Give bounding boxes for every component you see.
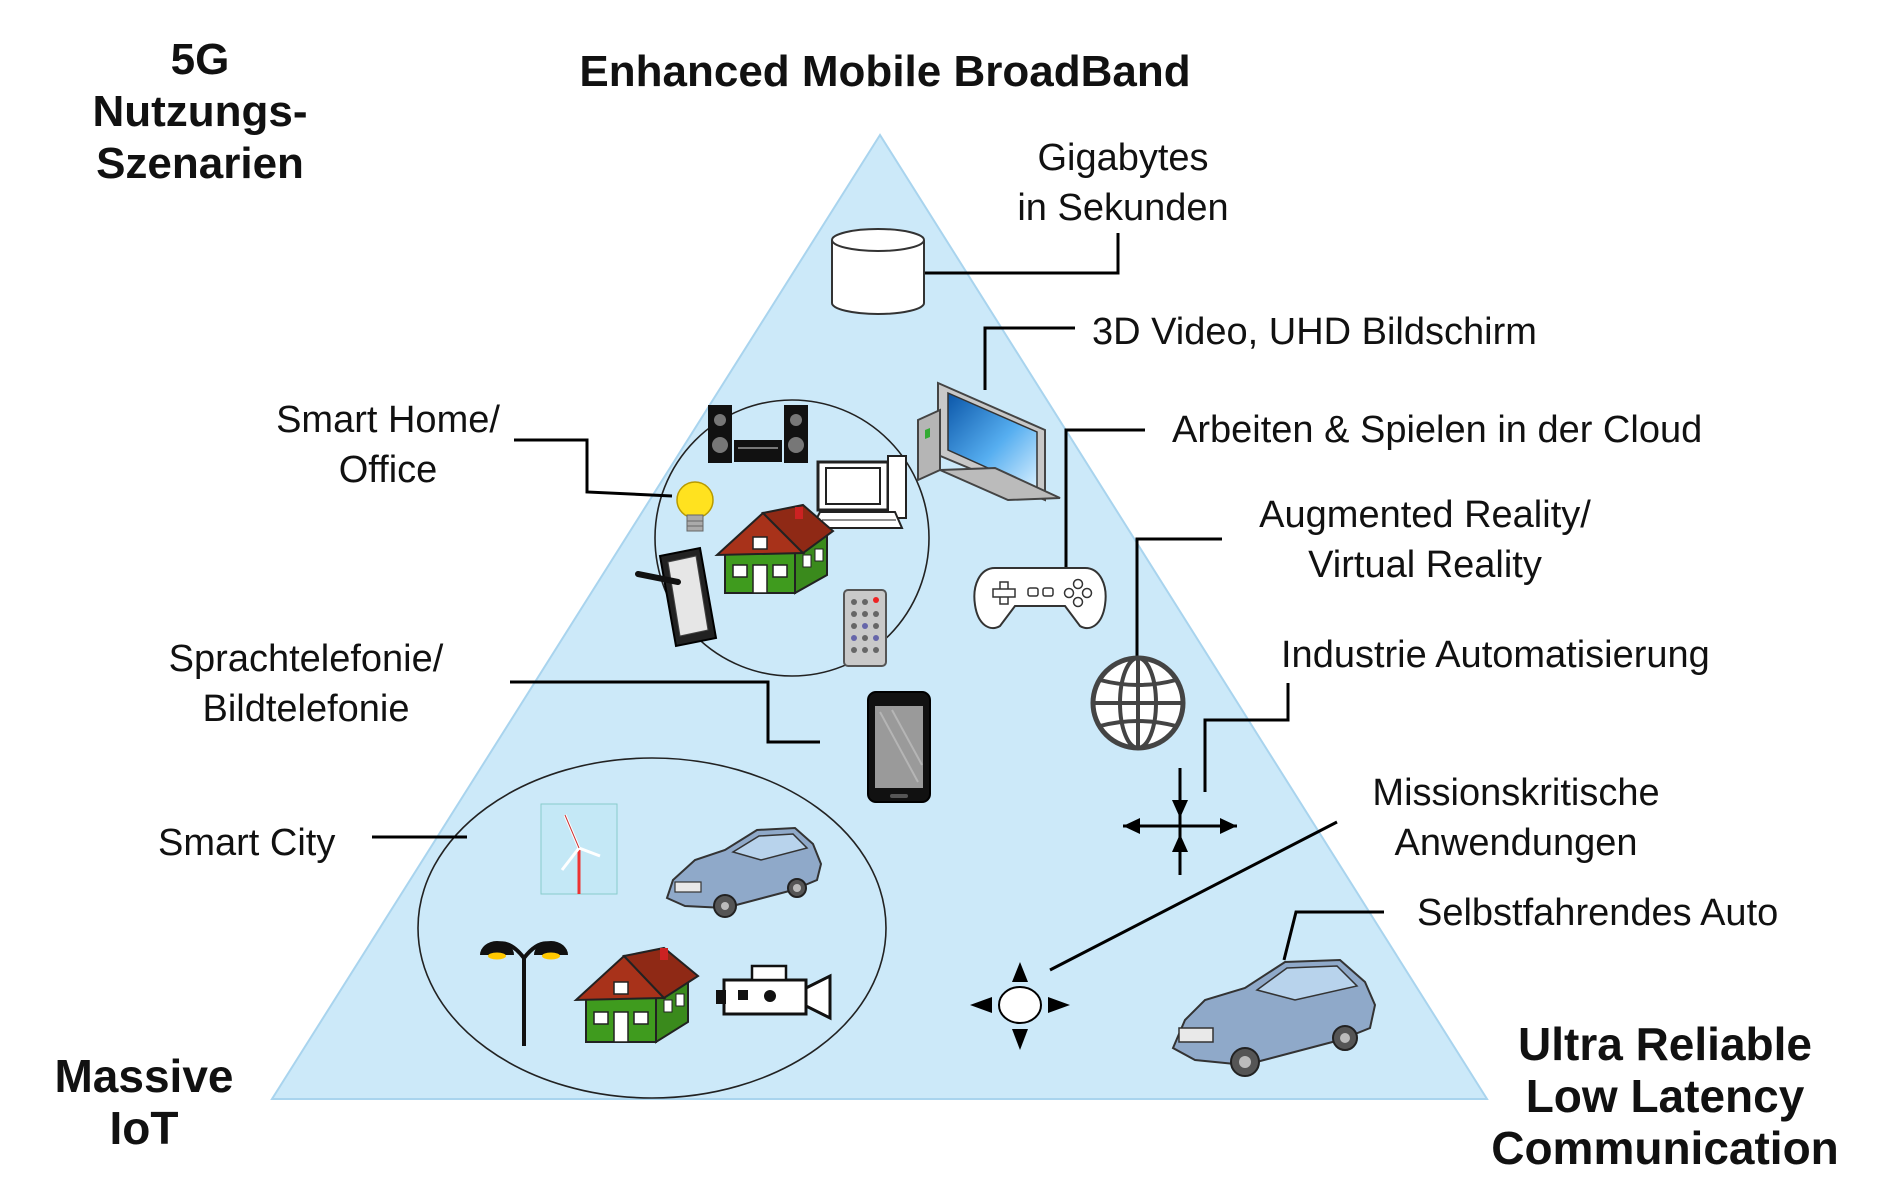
corner-left-line-2: IoT — [109, 1102, 179, 1154]
title-block: 5G Nutzungs- Szenarien — [92, 34, 307, 190]
label-cloud: Arbeiten & Spielen in der Cloud — [1172, 409, 1703, 451]
title-line-2: Nutzungs- — [92, 87, 308, 136]
label-ar-line-1: Augmented Reality/ — [1259, 494, 1591, 536]
label-ar-line-2: Virtual Reality — [1308, 544, 1542, 586]
label-gigabytes-line-1: Gigabytes — [1037, 137, 1209, 179]
corner-top-label: Enhanced Mobile BroadBand — [579, 47, 1191, 96]
smart-home-house-icon — [714, 503, 835, 595]
globe-icon — [1090, 655, 1186, 751]
wind-turbine-icon — [540, 803, 618, 895]
monitor-icon — [917, 381, 1061, 502]
label-voice-line-1: Sprachtelefonie/ — [168, 638, 444, 680]
label-auto: Selbstfahrendes Auto — [1417, 892, 1779, 934]
label-industry: Industrie Automatisierung — [1281, 634, 1710, 676]
corner-right-line-2: Low Latency — [1525, 1070, 1805, 1122]
label-gigabytes-line-2: in Sekunden — [1017, 187, 1229, 229]
smart-city-cluster — [417, 757, 887, 1099]
leader-mission — [1049, 820, 1338, 972]
label-video: 3D Video, UHD Bildschirm — [1092, 311, 1537, 353]
corner-right-line-3: Communication — [1491, 1122, 1839, 1174]
smartphone-icon — [867, 691, 931, 803]
game-controller-icon — [973, 567, 1107, 630]
self-driving-car-icon — [1171, 958, 1377, 1077]
light-bulb-icon — [676, 481, 714, 532]
corner-left-line-1: Massive — [54, 1050, 234, 1102]
label-gigabytes: Gigabytes in Sekunden — [1017, 133, 1228, 233]
industry-arrows-icon — [1123, 768, 1237, 875]
leader-voice — [510, 680, 820, 744]
label-mission-line-2: Anwendungen — [1394, 822, 1638, 864]
title-line-3: Szenarien — [96, 139, 304, 188]
label-voice-line-2: Bildtelefonie — [202, 688, 410, 730]
label-mission-line-1: Missionskritische — [1372, 772, 1660, 814]
street-lamp-icon — [480, 941, 568, 1046]
corner-right-line-1: Ultra Reliable — [1518, 1018, 1812, 1070]
video-camera-icon — [716, 964, 832, 1021]
label-smarthome: Smart Home/ Office — [276, 395, 500, 495]
city-car-icon — [665, 826, 823, 918]
label-smartcity: Smart City — [158, 822, 336, 864]
leader-video — [983, 326, 1075, 390]
title-line-1: 5G — [170, 35, 230, 84]
label-smarthome-line-1: Smart Home/ — [276, 399, 500, 441]
corner-right-label: Ultra Reliable Low Latency Communication — [1491, 1018, 1839, 1174]
leader-auto — [1282, 910, 1384, 961]
computer-icon — [810, 455, 907, 529]
database-icon — [831, 228, 925, 315]
leader-smarthome — [514, 438, 673, 498]
leader-cloud — [1064, 428, 1145, 570]
tablet-icon — [635, 546, 718, 648]
smart-city-house-icon — [573, 946, 700, 1044]
label-ar: Augmented Reality/ Virtual Reality — [1259, 490, 1591, 590]
label-voice: Sprachtelefonie/ Bildtelefonie — [169, 634, 444, 734]
stereo-icon — [708, 405, 808, 463]
remote-control-icon — [843, 589, 887, 667]
smart-home-cluster — [654, 399, 930, 677]
corner-left-label: Massive IoT — [54, 1050, 233, 1154]
leader-gigabytes — [925, 233, 1120, 275]
leader-industry — [1203, 683, 1290, 792]
mission-critical-icon — [970, 962, 1070, 1050]
label-mission: Missionskritische Anwendungen — [1372, 768, 1659, 868]
leader-ar — [1135, 537, 1222, 660]
label-smarthome-line-2: Office — [338, 449, 438, 491]
